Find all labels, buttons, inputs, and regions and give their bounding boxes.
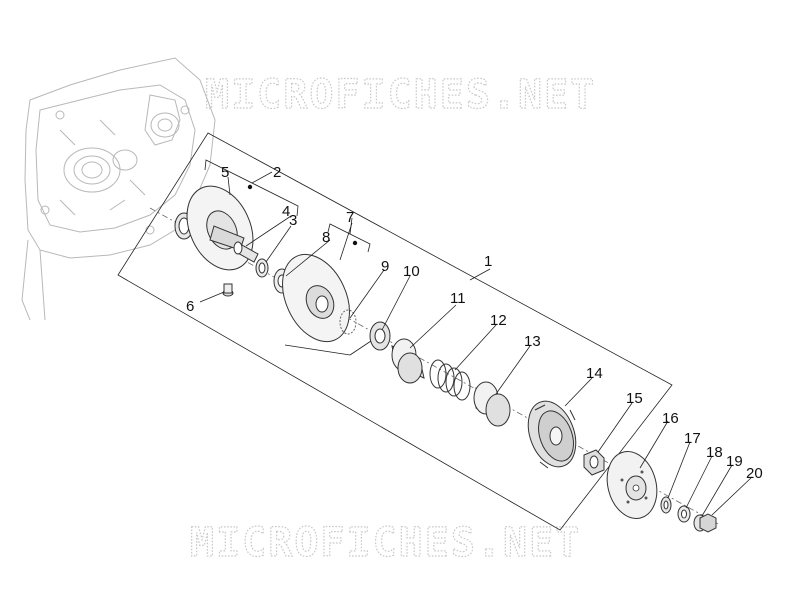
callout-18: 18: [706, 444, 723, 461]
callout-16: 16: [662, 410, 679, 427]
leader-lines: [199, 176, 753, 517]
callout-6: 6: [186, 298, 194, 315]
watermark-top: MICROFICHES.NET: [205, 72, 596, 118]
part-clutch-bell: [606, 451, 658, 519]
crankcase-housing: [21, 57, 216, 321]
part-bushing: [233, 241, 259, 263]
callout-10: 10: [403, 263, 420, 280]
part-spring: [429, 359, 471, 401]
callout-20: 20: [746, 465, 763, 482]
callout-14: 14: [586, 365, 603, 382]
callout-12: 12: [490, 312, 507, 329]
callout-19: 19: [726, 453, 743, 470]
callout-3: 3: [289, 212, 297, 229]
assembly-frame-1: [117, 132, 673, 531]
callout-13: 13: [524, 333, 541, 350]
part-washer-17: [660, 496, 672, 514]
callout-5: 5: [221, 164, 229, 181]
callout-8: 8: [322, 229, 330, 246]
part-sleeve: [391, 338, 425, 384]
callout-7: 7: [346, 209, 354, 226]
callout-17: 17: [684, 430, 701, 447]
part-clutch-assembly: [527, 400, 577, 469]
part-bearing: [369, 321, 391, 351]
watermark-bottom: MICROFICHES.NET: [190, 520, 581, 566]
part-nut: [583, 449, 605, 476]
part-screw: [222, 283, 234, 297]
callout-4: 4: [282, 203, 290, 220]
part-washer-18: [677, 505, 691, 523]
part-movable-half-pulley: [282, 240, 358, 343]
callout-11: 11: [450, 290, 466, 307]
callouts: 1 2 3 4 5 6 7 8 9 10 11 12 13 14 15 16 1…: [186, 164, 763, 482]
part-o-ring: [339, 309, 357, 335]
callout-9: 9: [381, 258, 389, 275]
part-clutch-sleeve: [473, 381, 511, 427]
callout-1: 1: [484, 253, 492, 270]
callout-15: 15: [626, 390, 643, 407]
group-bracket-7: [327, 223, 371, 253]
part-spacer: [255, 258, 269, 278]
part-nut-20: [699, 513, 717, 533]
callout-2: 2: [273, 164, 281, 181]
